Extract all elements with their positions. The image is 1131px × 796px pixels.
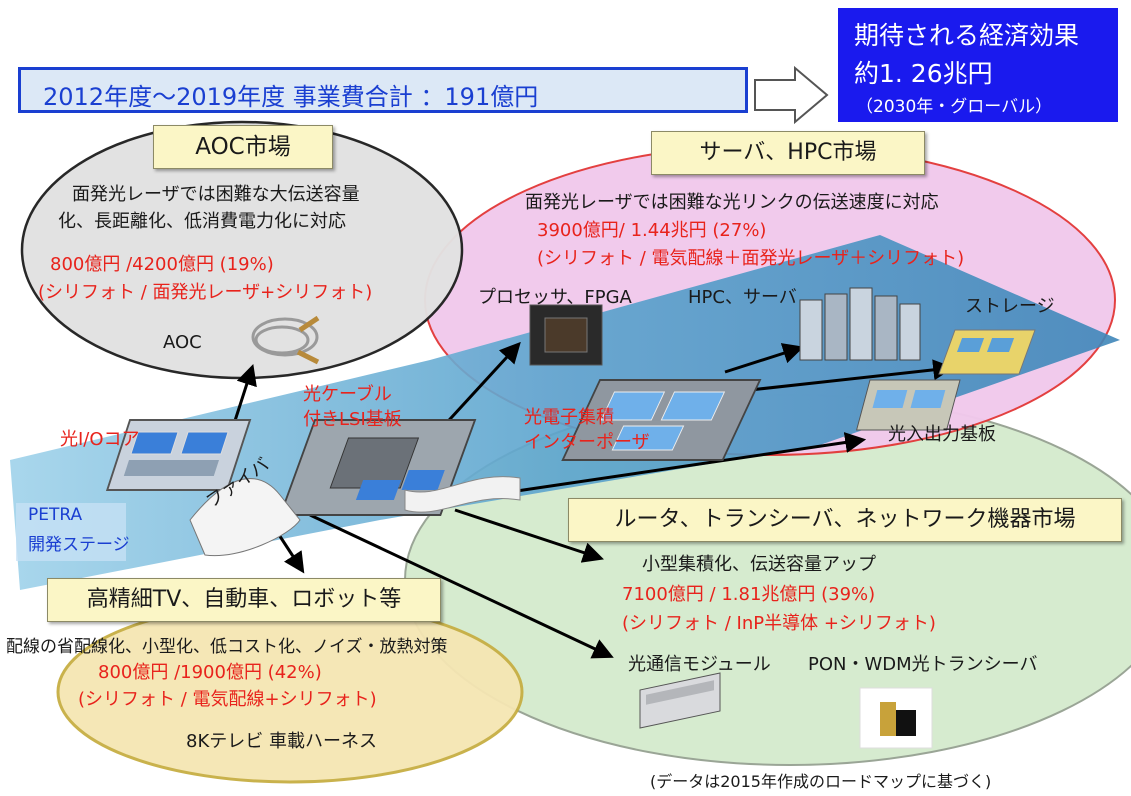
arrow-to-storage (749, 359, 955, 392)
arrow-to-optical-io-board (509, 432, 867, 494)
aoc-market-title-text: AOC市場 (195, 134, 291, 160)
processor-chip-illustration (529, 304, 603, 366)
router-market-tech: (シリフォト / InP半導体 +シリフォト) (622, 613, 936, 634)
arrow-to-hpc (724, 343, 805, 374)
router-market-title-text: ルータ、トランシーバ、ネットワーク機器市場 (614, 507, 1076, 532)
server-market-title: サーバ、HPC市場 (651, 131, 925, 175)
aoc-product-label: AOC (163, 332, 202, 353)
economic-effect-box: 期待される経済効果 約1. 26兆円 （2030年・グローバル） (838, 8, 1118, 122)
storage-illustration (938, 329, 1036, 375)
effect-arrow (754, 65, 829, 125)
effect-value: 約1. 26兆円 (854, 59, 993, 88)
arrow-to-optical-module (309, 513, 614, 659)
aoc-market-tech: (シリフォト / 面発光レーザ+シリフォト) (38, 282, 373, 303)
router-desc: 小型集積化、伝送容量アップ (642, 554, 876, 575)
aoc-desc-line2: 化、長距離化、低消費電力化に対応 (58, 211, 346, 232)
server-market-tech: (シリフォト / 電気配線＋面発光レーザ＋シリフォト) (537, 248, 965, 269)
tv-market-title-text: 高精細TV、自動車、ロボット等 (86, 587, 402, 612)
optical-io-board-label: 光入出力基板 (888, 424, 996, 445)
effect-note: （2030年・グローバル） (856, 97, 1053, 117)
footnote: (データは2015年作成のロードマップに基づく) (650, 772, 992, 791)
effect-title: 期待される経済効果 (854, 21, 1080, 50)
tv-desc: 配線の省配線化、小型化、低コスト化、ノイズ・放熱対策 (6, 637, 448, 657)
aoc-desc-line1: 面発光レーザでは困難な大伝送容量 (72, 184, 360, 205)
pon-transceiver-illustration (859, 687, 933, 749)
optical-io-core-label: 光I/Oコア (60, 429, 140, 450)
server-market-title-text: サーバ、HPC市場 (699, 140, 877, 165)
tv-market-value: 800億円 /1900億円 (42%) (98, 662, 322, 683)
tv-products-label: 8Kテレビ 車載ハーネス (186, 731, 377, 752)
optical-module-label: 光通信モジュール (628, 654, 771, 675)
aoc-market-title: AOC市場 (153, 125, 333, 169)
server-market-value: 3900億円/ 1.44兆円 (27%) (537, 220, 767, 241)
fiber-ribbon-illustration (189, 478, 301, 557)
cable-lsi-label-line2: 付きLSI基板 (303, 409, 402, 430)
server-rack-illustration (799, 287, 921, 361)
hpc-server-label: HPC、サーバ (688, 287, 797, 308)
cable-lsi-label-line1: 光ケーブル (303, 384, 392, 405)
optical-io-board-illustration (855, 379, 961, 431)
optical-io-core-illustration (105, 419, 252, 491)
server-desc: 面発光レーザでは困難な光リンクの伝送速度に対応 (525, 192, 939, 213)
interposer-illustration (561, 379, 762, 461)
storage-label: ストレージ (965, 296, 1055, 317)
pon-wdm-label: PON・WDM光トランシーバ (808, 654, 1038, 675)
petra-label-line2: 開発ステージ (28, 535, 130, 555)
petra-stage-box (16, 503, 126, 561)
cable-ribbon-illustration (404, 476, 521, 513)
router-market-title: ルータ、トランシーバ、ネットワーク機器市場 (568, 498, 1122, 542)
budget-text: 2012年度～2019年度 事業費合計 ：191億円 (43, 83, 539, 111)
aoc-market-value: 800億円 /4200億円 (19%) (50, 254, 274, 275)
processor-fpga-label: プロセッサ、FPGA (478, 287, 632, 308)
arrow-to-router-market (454, 508, 604, 563)
aoc-cable-illustration (251, 315, 320, 365)
tv-market-title: 高精細TV、自動車、ロボット等 (47, 578, 441, 622)
interposer-label-line1: 光電子集積 (524, 407, 614, 428)
arrow-to-processor (438, 341, 521, 432)
router-market-value: 7100億円 / 1.81兆億円 (39%) (622, 584, 876, 605)
optical-module-illustration (639, 672, 721, 729)
petra-label-line1: PETRA (28, 505, 83, 525)
tv-market-tech: (シリフォト / 電気配線+シリフォト) (78, 689, 377, 710)
interposer-label-line2: インターポーザ (524, 432, 650, 453)
budget-banner: 2012年度～2019年度 事業費合計 ：191億円 (18, 67, 748, 113)
